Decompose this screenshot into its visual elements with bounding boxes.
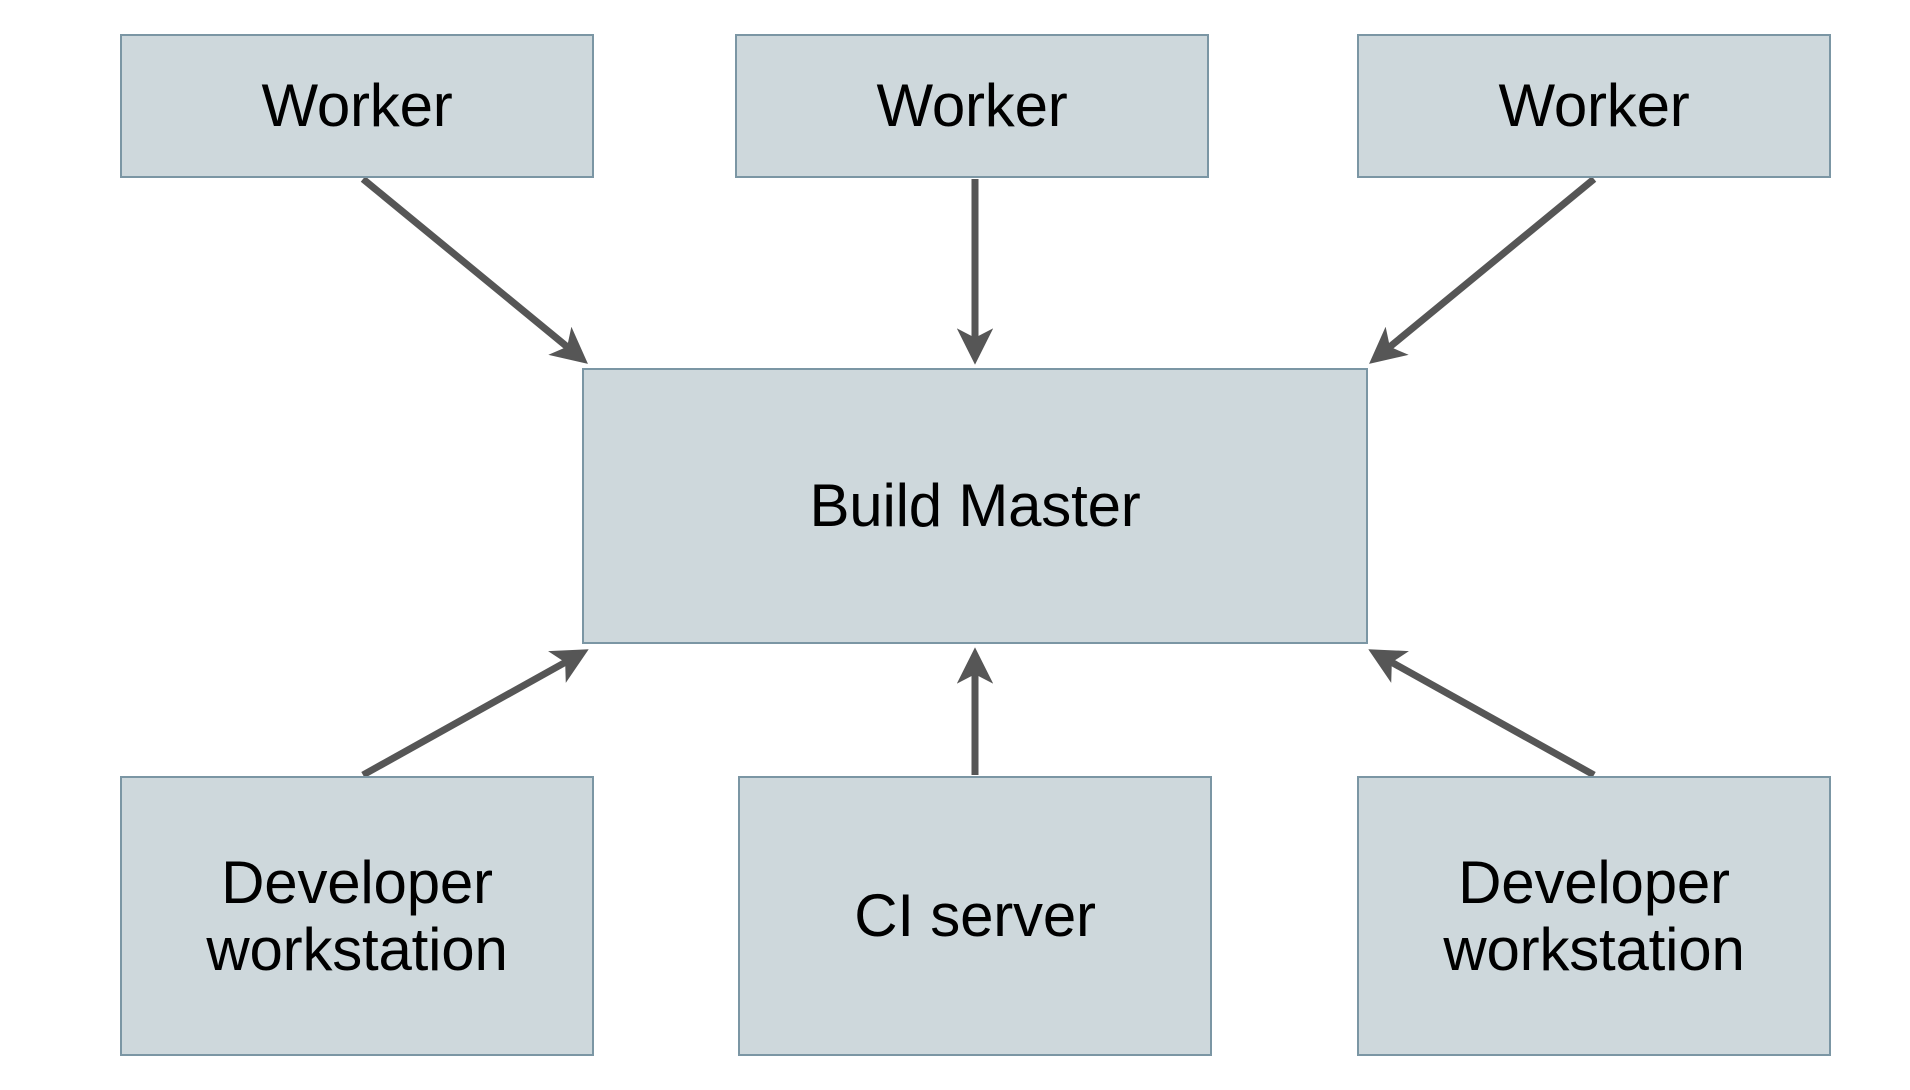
edge-devleft-to-master bbox=[361, 649, 589, 779]
node-developer-workstation-left[interactable]: Developer workstation bbox=[120, 776, 594, 1056]
edge-devright-to-master bbox=[1368, 649, 1596, 779]
node-worker-3-label: Worker bbox=[1498, 72, 1690, 140]
node-build-master-label: Build Master bbox=[809, 472, 1141, 540]
node-developer-workstation-left-label: Developer workstation bbox=[206, 848, 508, 983]
node-worker-3[interactable]: Worker bbox=[1357, 34, 1831, 178]
node-worker-1-label: Worker bbox=[261, 72, 453, 140]
node-worker-2[interactable]: Worker bbox=[735, 34, 1209, 178]
edge-worker3-to-master bbox=[1369, 176, 1597, 364]
node-worker-1[interactable]: Worker bbox=[120, 34, 594, 178]
edge-worker1-to-master bbox=[360, 176, 588, 364]
node-worker-2-label: Worker bbox=[876, 72, 1068, 140]
node-ci-server[interactable]: CI server bbox=[738, 776, 1212, 1056]
node-ci-server-label: CI server bbox=[854, 882, 1096, 950]
node-developer-workstation-right-label: Developer workstation bbox=[1443, 848, 1745, 983]
node-developer-workstation-right[interactable]: Developer workstation bbox=[1357, 776, 1831, 1056]
node-build-master[interactable]: Build Master bbox=[582, 368, 1368, 644]
